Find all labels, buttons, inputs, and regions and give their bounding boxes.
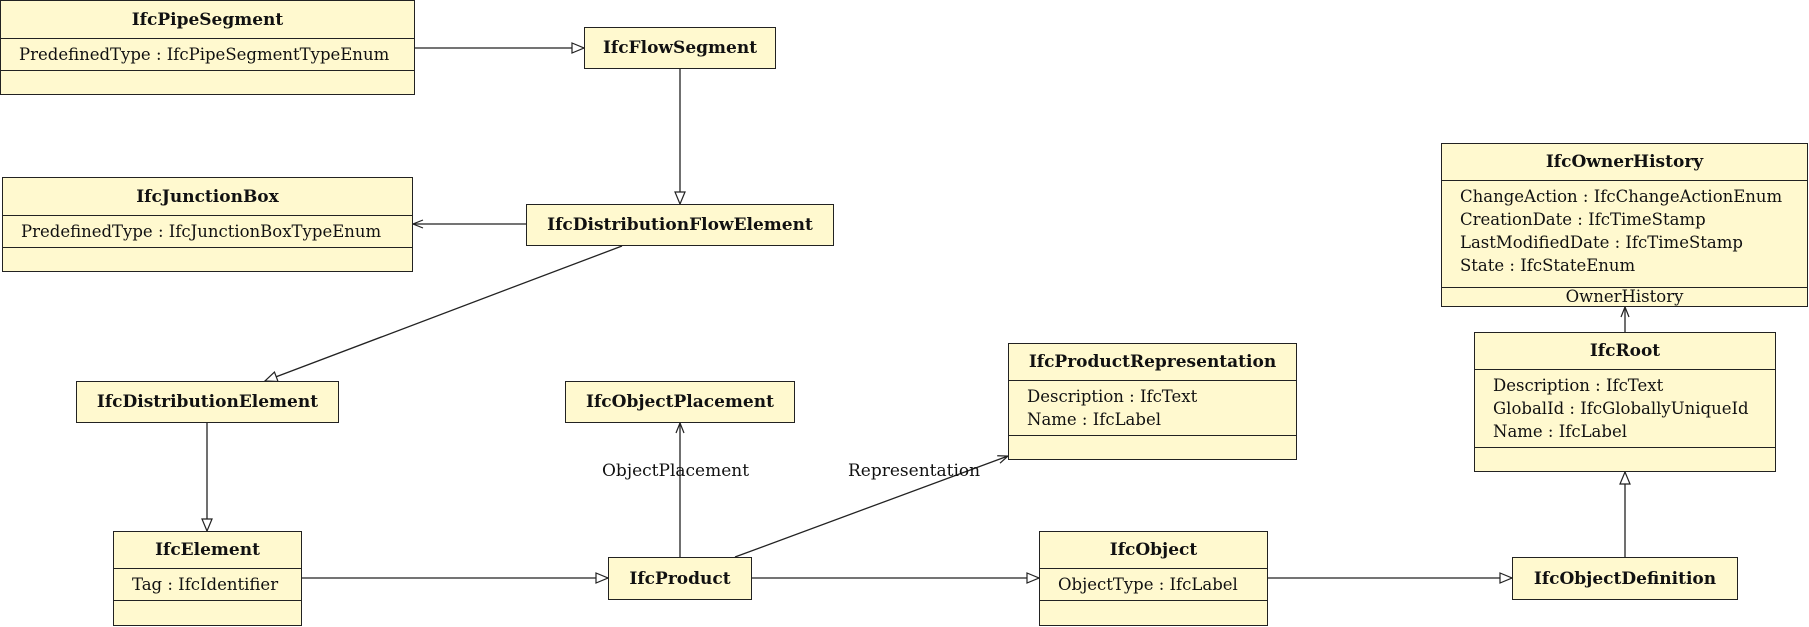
attribute: Description : IfcText — [1027, 387, 1198, 406]
class-name: IfcDistributionElement — [96, 392, 319, 412]
class-name: IfcProductRepresentation — [1028, 352, 1277, 372]
class-operations — [1009, 435, 1296, 459]
class-name: IfcObject — [1109, 540, 1198, 560]
class-attributes: PredefinedType : IfcJunctionBoxTypeEnum — [3, 215, 412, 247]
class-attributes: PredefinedType : IfcPipeSegmentTypeEnum — [1, 38, 414, 70]
relation-label-representation: Representation — [848, 461, 981, 481]
class-attributes: Tag : IfcIdentifier — [114, 568, 301, 600]
attribute: Description : IfcText — [1493, 376, 1664, 395]
class-name: IfcOwnerHistory — [1545, 152, 1704, 172]
attribute: LastModifiedDate : IfcTimeStamp — [1460, 233, 1743, 252]
attribute: PredefinedType : IfcPipeSegmentTypeEnum — [19, 45, 390, 64]
attribute: Name : IfcLabel — [1027, 410, 1161, 429]
class-IfcElement[interactable]: IfcElement Tag : IfcIdentifier — [113, 531, 302, 626]
class-IfcFlowSegment[interactable]: IfcFlowSegment — [584, 27, 776, 69]
class-attributes: ChangeAction : IfcChangeActionEnum Creat… — [1442, 180, 1807, 287]
generalization-arrow-ifcdistributionflowelement-to-ifcdistributionelement — [265, 245, 623, 381]
attribute: ChangeAction : IfcChangeActionEnum — [1460, 187, 1783, 206]
association-arrow-ifcproduct-to-ifcproductrepresentation — [734, 456, 1008, 558]
attribute: State : IfcStateEnum — [1460, 256, 1636, 275]
class-IfcProduct[interactable]: IfcProduct — [608, 557, 752, 600]
class-IfcDistributionFlowElement[interactable]: IfcDistributionFlowElement — [526, 204, 834, 246]
class-operations — [1, 70, 414, 94]
class-name: IfcPipeSegment — [131, 9, 284, 30]
class-IfcProductRepresentation[interactable]: IfcProductRepresentation Description : I… — [1008, 343, 1297, 460]
class-operations — [1475, 447, 1775, 471]
class-IfcPipeSegment[interactable]: IfcPipeSegment PredefinedType : IfcPipeS… — [0, 0, 415, 95]
class-IfcDistributionElement[interactable]: IfcDistributionElement — [76, 381, 339, 423]
class-name: IfcRoot — [1589, 341, 1661, 361]
class-name: IfcObjectDefinition — [1533, 568, 1717, 589]
relation-label-objectplacement: ObjectPlacement — [602, 461, 750, 481]
attribute: Name : IfcLabel — [1493, 422, 1627, 441]
attribute: ObjectType : IfcLabel — [1058, 575, 1238, 594]
class-name: IfcProduct — [629, 568, 731, 589]
class-IfcOwnerHistory[interactable]: IfcOwnerHistory ChangeAction : IfcChange… — [1441, 143, 1808, 307]
class-name: IfcObjectPlacement — [586, 392, 774, 412]
class-IfcJunctionBox[interactable]: IfcJunctionBox PredefinedType : IfcJunct… — [2, 177, 413, 272]
attribute: GlobalId : IfcGloballyUniqueId — [1493, 399, 1749, 418]
class-name: IfcFlowSegment — [602, 38, 758, 58]
attribute: CreationDate : IfcTimeStamp — [1460, 210, 1706, 229]
class-IfcRoot[interactable]: IfcRoot Description : IfcText GlobalId :… — [1474, 332, 1776, 472]
class-attributes: Description : IfcText Name : IfcLabel — [1009, 380, 1296, 435]
class-name: IfcElement — [155, 540, 260, 560]
attribute: PredefinedType : IfcJunctionBoxTypeEnum — [21, 222, 382, 241]
attribute: Tag : IfcIdentifier — [132, 575, 279, 594]
class-attributes: Description : IfcText GlobalId : IfcGlob… — [1475, 369, 1775, 447]
class-IfcObjectPlacement[interactable]: IfcObjectPlacement — [565, 381, 795, 423]
class-IfcObjectDefinition[interactable]: IfcObjectDefinition — [1512, 557, 1738, 600]
class-operations — [1040, 600, 1267, 625]
class-attributes: ObjectType : IfcLabel — [1040, 568, 1267, 600]
class-IfcObject[interactable]: IfcObject ObjectType : IfcLabel — [1039, 531, 1268, 626]
class-operations — [114, 600, 301, 625]
class-name: IfcDistributionFlowElement — [547, 215, 813, 235]
role-label-ownerhistory: OwnerHistory — [1442, 287, 1807, 306]
class-operations — [3, 247, 412, 271]
class-name: IfcJunctionBox — [136, 186, 279, 207]
